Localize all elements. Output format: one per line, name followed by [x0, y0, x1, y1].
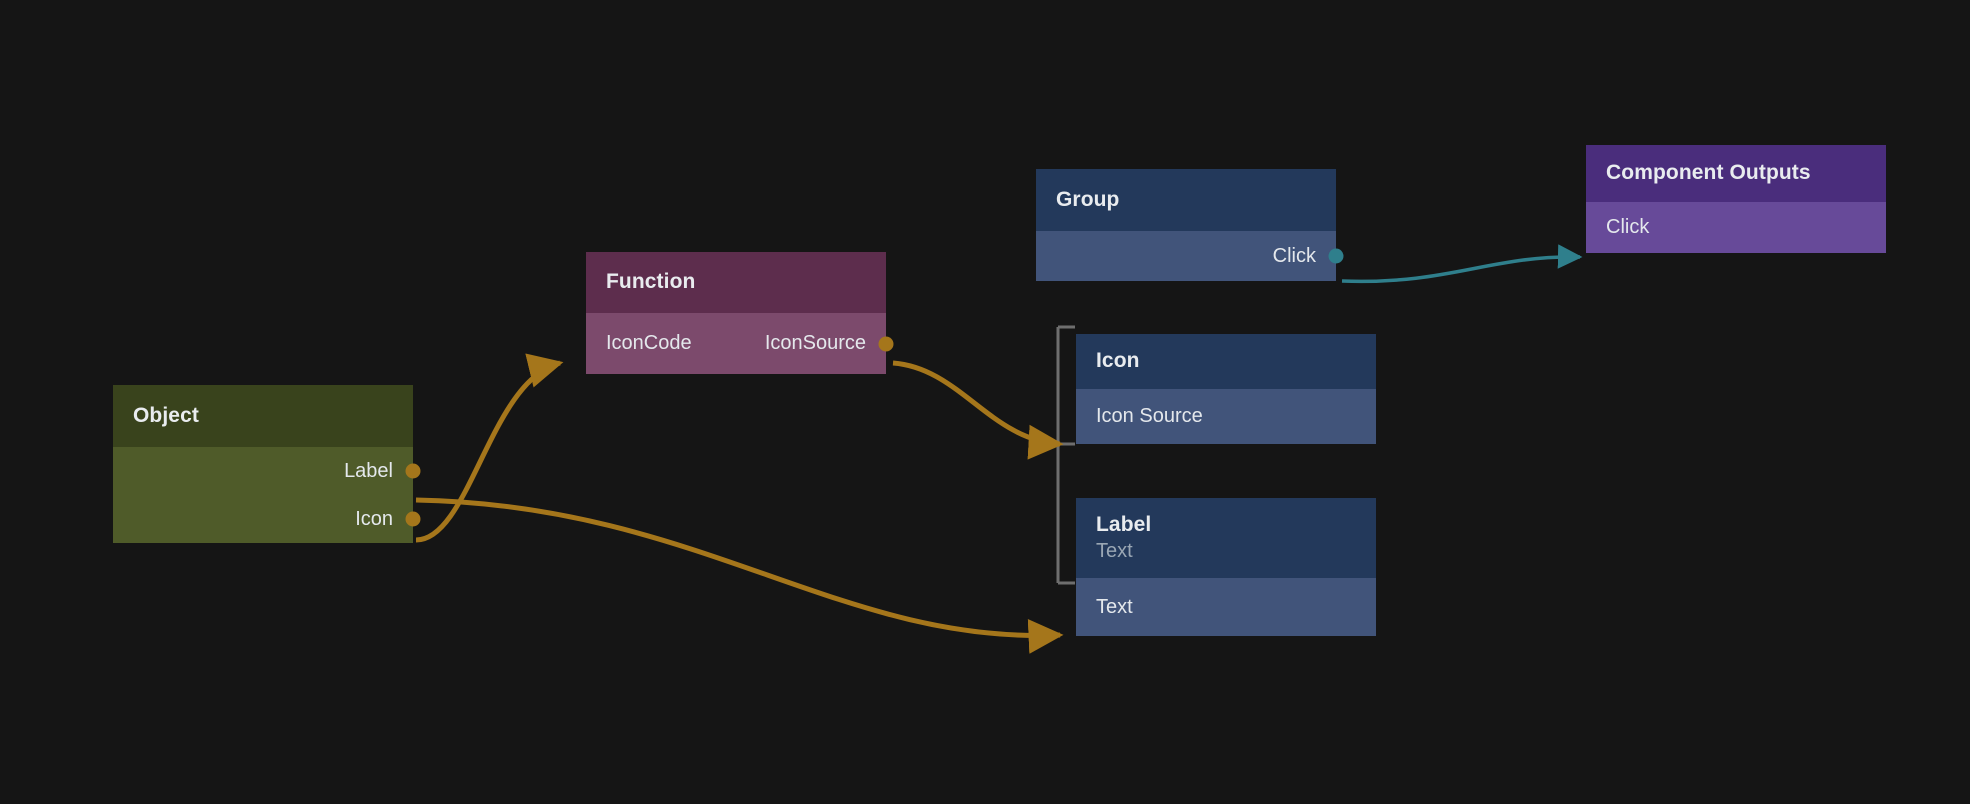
node-object-title: Object	[133, 404, 393, 428]
port-row-group-click[interactable]: Click	[1036, 231, 1336, 281]
port-row-component-outputs-click[interactable]: Click	[1586, 202, 1886, 253]
node-group-body: Click	[1036, 231, 1336, 281]
node-object[interactable]: Object Label Icon	[113, 385, 413, 543]
node-function-title: Function	[606, 270, 866, 294]
node-group[interactable]: Group Click	[1036, 169, 1336, 281]
edge-function-iconsource-to-icon-source	[893, 363, 1060, 444]
port-label-function-iconcode: IconCode	[586, 332, 692, 355]
edge-object-icon-to-function-iconcode	[416, 363, 560, 540]
node-object-body: Label Icon	[113, 447, 413, 543]
port-row-object-label[interactable]: Label	[113, 447, 413, 495]
port-label-group-click: Click	[1273, 245, 1336, 268]
group-bracket	[1058, 327, 1075, 583]
port-label-object-label: Label	[344, 460, 413, 483]
node-component-outputs-body: Click	[1586, 202, 1886, 253]
node-icon-body: Icon Source	[1076, 389, 1376, 444]
amber-port-dot[interactable]	[406, 512, 421, 527]
port-row-icon-source[interactable]: Icon Source	[1076, 389, 1376, 444]
node-icon[interactable]: Icon Icon Source	[1076, 334, 1376, 444]
node-group-header: Group	[1036, 169, 1336, 231]
teal-port-dot[interactable]	[1329, 249, 1344, 264]
amber-port-dot[interactable]	[406, 464, 421, 479]
edge-group-click-to-component-outputs-click	[1342, 257, 1580, 281]
port-row-function-ports[interactable]: IconCode IconSource	[586, 313, 886, 374]
node-label-body: Text	[1076, 578, 1376, 636]
node-group-title: Group	[1056, 188, 1316, 212]
port-row-label-text[interactable]: Text	[1076, 578, 1376, 636]
node-function[interactable]: Function IconCode IconSource	[586, 252, 886, 374]
port-label-component-outputs-click: Click	[1586, 216, 1649, 239]
port-row-object-icon[interactable]: Icon	[113, 495, 413, 543]
amber-port-dot[interactable]	[879, 336, 894, 351]
node-component-outputs[interactable]: Component Outputs Click	[1586, 145, 1886, 253]
node-object-header: Object	[113, 385, 413, 447]
node-function-header: Function	[586, 252, 886, 313]
node-label-header: Label Text	[1076, 498, 1376, 578]
node-icon-title: Icon	[1096, 349, 1356, 373]
edge-object-label-to-label-text	[416, 500, 1060, 636]
node-component-outputs-header: Component Outputs	[1586, 145, 1886, 202]
node-function-body: IconCode IconSource	[586, 313, 886, 374]
port-label-function-iconsource: IconSource	[765, 332, 886, 355]
port-label-object-icon: Icon	[355, 508, 413, 531]
node-label-title: Label	[1096, 513, 1356, 537]
port-label-label-text: Text	[1076, 596, 1133, 619]
node-component-outputs-title: Component Outputs	[1606, 161, 1866, 185]
port-label-icon-source: Icon Source	[1076, 405, 1203, 428]
node-label-subtitle: Text	[1096, 539, 1356, 563]
node-icon-header: Icon	[1076, 334, 1376, 389]
node-label[interactable]: Label Text Text	[1076, 498, 1376, 636]
